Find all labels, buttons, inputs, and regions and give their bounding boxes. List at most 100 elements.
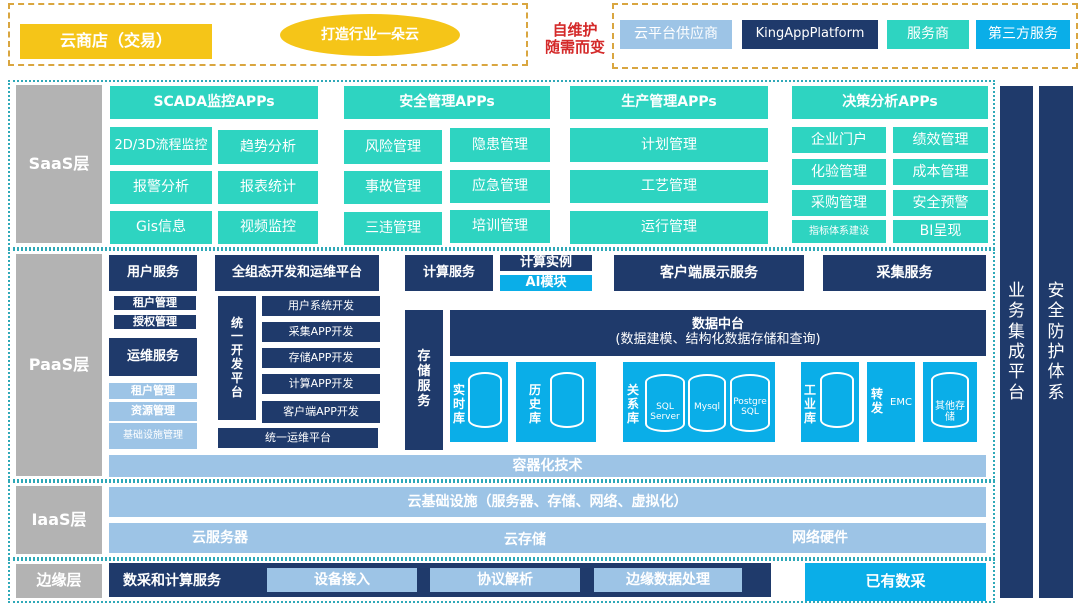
paas-devops-platform[interactable]: 全组态开发和运维平台 [215, 255, 379, 291]
saas-scada-item[interactable]: 报表统计 [218, 171, 318, 204]
providers-frame [612, 3, 1078, 69]
paas-dev-item[interactable]: 计算APP开发 [262, 374, 380, 394]
saas-safety-item[interactable]: 事故管理 [344, 171, 442, 204]
saas-scada-title[interactable]: SCADA监控APPs [110, 86, 318, 119]
paas-frame [8, 249, 995, 481]
paas-industrial-db-label: 工业库 [803, 383, 816, 425]
paas-infra-mgmt[interactable]: 基础设施管理 [109, 423, 197, 449]
edge-protocol-parse[interactable]: 协议解析 [430, 568, 580, 592]
cloud-store-frame [8, 3, 528, 66]
paas-data-center-sub: (数据建模、结构化数据存储和查询) [615, 332, 821, 347]
paas-realtime-db-label: 实时库 [452, 383, 465, 425]
saas-safety-item[interactable]: 隐患管理 [450, 128, 550, 162]
paas-dev-item[interactable]: 用户系统开发 [262, 296, 380, 316]
paas-postgre-label: Postgre SQL [733, 396, 767, 417]
paas-relational-db-label: 关系库 [626, 383, 639, 425]
paas-user-service[interactable]: 用户服务 [109, 255, 197, 291]
other-storage-icon [931, 372, 969, 428]
sql-server-icon [645, 374, 685, 432]
paas-container-tech[interactable]: 容器化技术 [109, 455, 986, 477]
side-security[interactable]: 安全防护体系 [1039, 86, 1073, 598]
paas-unified-dev[interactable]: 统一开发平台 [218, 296, 256, 420]
edge-collect-compute[interactable]: 数采和计算服务 [123, 572, 221, 589]
paas-forward[interactable] [867, 362, 915, 442]
iaas-frame [8, 481, 995, 559]
paas-dev-item[interactable]: 存储APP开发 [262, 348, 380, 368]
side-biz-platform[interactable]: 业务集成平台 [1000, 86, 1033, 598]
provider-service[interactable]: 服务商 [887, 20, 969, 49]
saas-safety-item[interactable]: 三违管理 [344, 212, 442, 245]
saas-decision-item[interactable]: 指标体系建设 [792, 220, 886, 243]
paas-sql-server-label: SQL Server [650, 401, 680, 422]
provider-kingapp[interactable]: KingAppPlatform [742, 20, 878, 49]
paas-compute-service[interactable]: 计算服务 [405, 255, 493, 291]
saas-safety-title[interactable]: 安全管理APPs [344, 86, 550, 119]
saas-decision-item[interactable]: 安全预警 [893, 190, 988, 216]
saas-decision-item[interactable]: BI呈现 [893, 220, 988, 243]
paas-mysql-label: Mysql [694, 401, 720, 412]
saas-safety-item[interactable]: 培训管理 [450, 210, 550, 243]
iaas-layer-label: IaaS层 [16, 486, 102, 554]
saas-scada-item[interactable]: 趋势分析 [218, 130, 318, 164]
edge-layer-label: 边缘层 [16, 564, 102, 598]
saas-scada-item[interactable]: Gis信息 [110, 211, 212, 244]
saas-safety-item[interactable]: 风险管理 [344, 130, 442, 164]
edge-frame [8, 559, 995, 603]
saas-decision-title[interactable]: 决策分析APPs [792, 86, 988, 119]
saas-production-item[interactable]: 工艺管理 [570, 170, 768, 203]
iaas-infra[interactable]: 云基础设施（服务器、存储、网络、虚拟化） [109, 487, 986, 517]
industrial-db-icon [820, 372, 854, 428]
edge-device-access[interactable]: 设备接入 [267, 568, 417, 592]
mysql-icon [688, 374, 726, 432]
paas-compute-instance[interactable]: 计算实例 [500, 255, 592, 271]
saas-decision-item[interactable]: 采购管理 [792, 190, 886, 216]
edge-data-process[interactable]: 边缘数据处理 [594, 568, 742, 592]
saas-decision-item[interactable]: 成本管理 [893, 159, 988, 185]
realtime-db-icon [468, 372, 502, 428]
paas-unified-dev-label: 统一开发平台 [230, 315, 243, 399]
iaas-cloud-server[interactable]: 云服务器 [192, 529, 248, 546]
postgre-icon [730, 374, 770, 432]
iaas-infra-row [109, 523, 986, 553]
self-maintain-label: 自维护 随需而变 [535, 16, 615, 62]
paas-data-center[interactable]: 数据中台 (数据建模、结构化数据存储和查询) [450, 310, 986, 356]
paas-auth-mgmt[interactable]: 授权管理 [114, 315, 196, 329]
paas-ops-service[interactable]: 运维服务 [109, 338, 197, 376]
paas-dev-item[interactable]: 采集APP开发 [262, 322, 380, 342]
paas-client-display[interactable]: 客户端展示服务 [614, 255, 804, 291]
side-biz-platform-label: 业务集成平台 [1008, 280, 1025, 403]
saas-scada-item[interactable]: 视频监控 [218, 211, 318, 244]
iaas-cloud-storage[interactable]: 云存储 [504, 531, 546, 548]
saas-safety-item[interactable]: 应急管理 [450, 170, 550, 203]
saas-layer-label: SaaS层 [16, 85, 102, 243]
edge-existing-collect[interactable]: 已有数采 [805, 563, 986, 601]
saas-scada-item[interactable]: 2D/3D流程监控 [110, 127, 212, 165]
saas-decision-item[interactable]: 企业门户 [792, 127, 886, 153]
saas-scada-item[interactable]: 报警分析 [110, 171, 212, 204]
paas-resource-mgmt[interactable]: 资源管理 [109, 402, 197, 421]
paas-storage-service-label: 存储服务 [417, 349, 431, 409]
self-maintain-line1: 自维护 [552, 20, 598, 39]
paas-emc-label: EMC [890, 397, 912, 409]
paas-unified-ops[interactable]: 统一运维平台 [218, 428, 378, 448]
paas-ai-module[interactable]: AI模块 [500, 275, 592, 291]
saas-decision-item[interactable]: 绩效管理 [893, 127, 988, 153]
paas-other-storage-label: 其他存储 [935, 400, 965, 424]
self-maintain-line2: 随需而变 [544, 38, 605, 56]
provider-third-party[interactable]: 第三方服务 [976, 20, 1070, 49]
iaas-network-hw[interactable]: 网络硬件 [792, 529, 848, 546]
saas-production-item[interactable]: 计划管理 [570, 128, 768, 162]
paas-storage-service[interactable]: 存储服务 [405, 310, 443, 450]
paas-tenant-mgmt[interactable]: 租户管理 [114, 296, 196, 310]
saas-decision-item[interactable]: 化验管理 [792, 159, 886, 185]
paas-collect-service[interactable]: 采集服务 [823, 255, 986, 291]
paas-data-center-title: 数据中台 [691, 317, 744, 333]
saas-production-item[interactable]: 运行管理 [570, 211, 768, 244]
paas-history-db-label: 历史库 [528, 383, 541, 425]
cloud-store-box[interactable]: 云商店（交易） [20, 24, 212, 59]
side-security-label: 安全防护体系 [1047, 280, 1065, 403]
paas-tenant-mgmt-2[interactable]: 租户管理 [109, 383, 197, 399]
paas-dev-item[interactable]: 客户端APP开发 [262, 401, 380, 423]
provider-cloud-platform[interactable]: 云平台供应商 [620, 20, 732, 49]
saas-production-title[interactable]: 生产管理APPs [570, 86, 768, 119]
